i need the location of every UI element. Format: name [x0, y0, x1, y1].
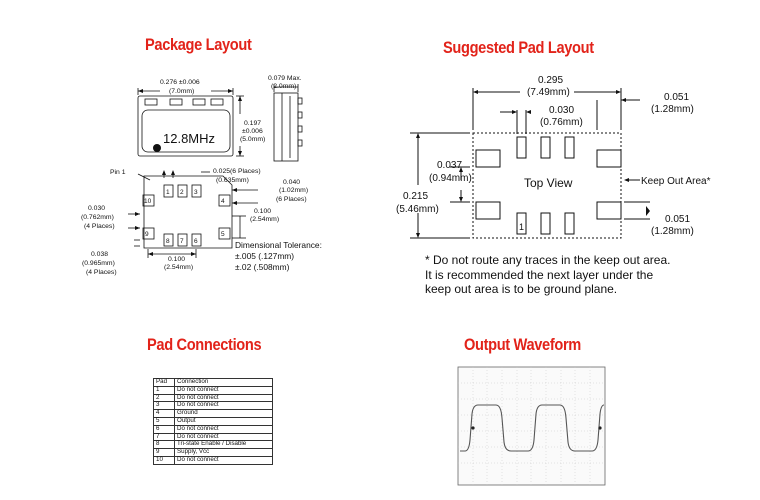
note-line: It is recommended the next layer under t…	[425, 267, 654, 282]
note-line: keep out area is to be ground plane.	[425, 282, 618, 296]
pad-cell: 6	[153, 424, 175, 434]
suggested-pad-layout-heading: Suggested Pad Layout	[443, 38, 594, 57]
output-waveform-heading: Output Waveform	[464, 335, 581, 354]
pin1-dot	[153, 144, 161, 152]
connection-cell: Do not connect	[174, 424, 273, 434]
connection-cell: Do not connect	[174, 455, 273, 465]
package-side-body	[273, 92, 299, 162]
package-bottom-body	[143, 175, 233, 249]
connection-cell: Do not connect	[174, 385, 273, 395]
pad-cell: 1	[153, 385, 175, 395]
note-line: * Do not route any traces in the keep ou…	[425, 253, 671, 267]
package-layout-heading: Package Layout	[145, 35, 252, 54]
package-top-inner	[141, 109, 231, 153]
keep-out-area	[472, 132, 622, 239]
scope-screen	[457, 366, 606, 486]
pad-connections-heading: Pad Connections	[147, 335, 262, 354]
package-top-body	[137, 95, 234, 157]
output-waveform-trace	[460, 404, 605, 452]
keep-out-note: * Do not route any traces in the keep ou…	[425, 253, 670, 297]
pad-cell: 10	[153, 455, 175, 465]
